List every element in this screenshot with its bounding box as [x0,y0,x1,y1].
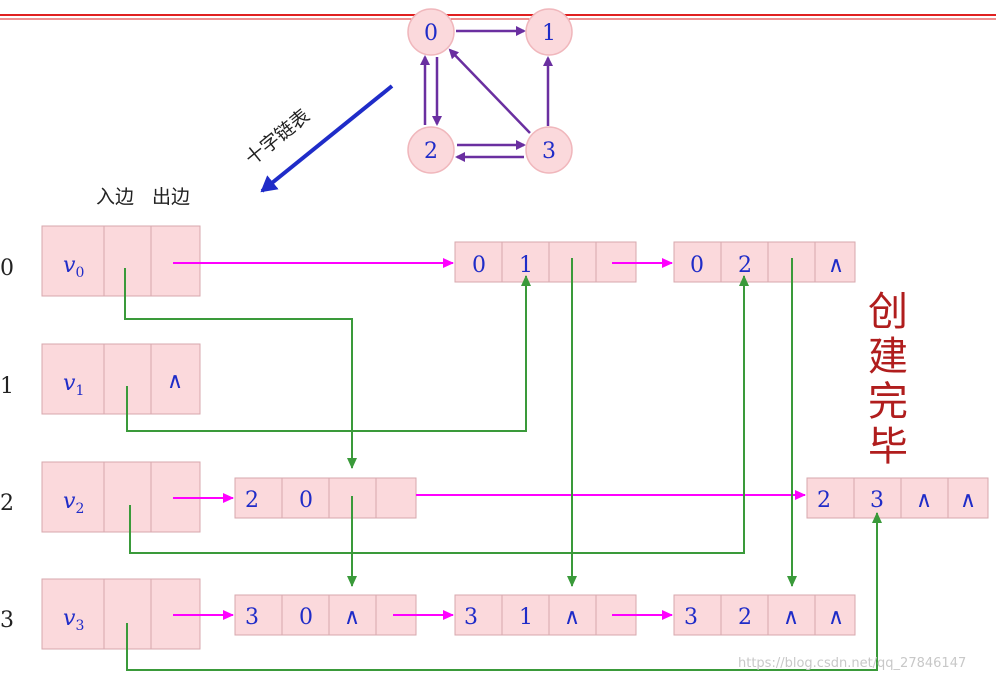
top-red-rule [0,14,996,20]
row-label-0: 0 [0,256,14,281]
done-char: 完 [868,379,908,425]
done-char: 毕 [868,424,908,470]
null-pointer: ∧ [564,605,580,630]
arc-node-0-2: 0 2 ∧ [673,241,856,283]
graph-node-label: 0 [424,21,438,46]
tail-vex: 2 [817,488,831,513]
graph-node-1: 1 [525,8,573,56]
tail-vex: 0 [690,253,704,278]
null-pointer: ∧ [828,253,844,278]
head-vex: 2 [738,605,752,630]
vertex-node-0: v0 [41,225,201,297]
tail-vex: 3 [245,605,259,630]
arc-node-3-2: 3 2 ∧ ∧ [673,594,856,636]
out-edge-pointers [173,258,806,620]
directed-graph: 0 1 2 3 [407,8,573,174]
row-label-3: 3 [0,608,14,633]
conversion-arrow [260,84,394,193]
graph-node-0: 0 [407,8,455,56]
arc-node-3-1: 3 1 ∧ [454,594,637,636]
null-pointer: ∧ [916,488,932,513]
in-edge-header: 入边 [96,186,134,208]
arc-node-0-1: 0 1 [454,241,637,283]
watermark: https://blog.csdn.net/qq_27846147 [738,656,966,671]
null-pointer: ∧ [783,605,799,630]
row-label-1: 1 [0,374,14,399]
tail-vex: 2 [245,488,259,513]
tail-vex: 3 [684,605,698,630]
vertex-name: v3 [63,606,84,634]
tail-vex: 3 [464,605,478,630]
tail-vex: 0 [472,253,486,278]
graph-node-label: 2 [424,139,438,164]
graph-node-2: 2 [407,126,455,174]
null-pointer: ∧ [344,605,360,630]
null-pointer: ∧ [167,369,183,394]
vertex-node-1: v1 ∧ [41,343,201,415]
head-vex: 2 [738,253,752,278]
head-vex: 3 [870,488,884,513]
vertex-node-3: v3 [41,578,201,650]
row-label-2: 2 [0,491,14,516]
graph-node-label: 3 [542,139,556,164]
head-vex: 1 [519,253,533,278]
edge-3-0 [448,48,531,134]
null-pointer: ∧ [828,605,844,630]
head-vex: 1 [519,605,533,630]
arc-node-3-0: 3 0 ∧ [234,594,417,636]
head-vex: 0 [299,605,313,630]
head-vex: 0 [299,488,313,513]
graph-node-3: 3 [525,126,573,174]
arc-node-2-0: 2 0 [234,477,417,519]
vertex-name: v2 [63,489,84,517]
done-char: 建 [868,334,908,380]
vertex-name: v1 [63,371,84,399]
arc-node-2-3: 2 3 ∧ ∧ [806,477,989,519]
done-caption: 创 建 完 毕 [868,289,908,470]
null-pointer: ∧ [960,488,976,513]
done-char: 创 [868,289,908,335]
in-edge-pointers [124,258,882,671]
graph-node-label: 1 [542,21,556,46]
vertex-name: v0 [63,253,84,281]
out-edge-header: 出边 [152,186,190,208]
